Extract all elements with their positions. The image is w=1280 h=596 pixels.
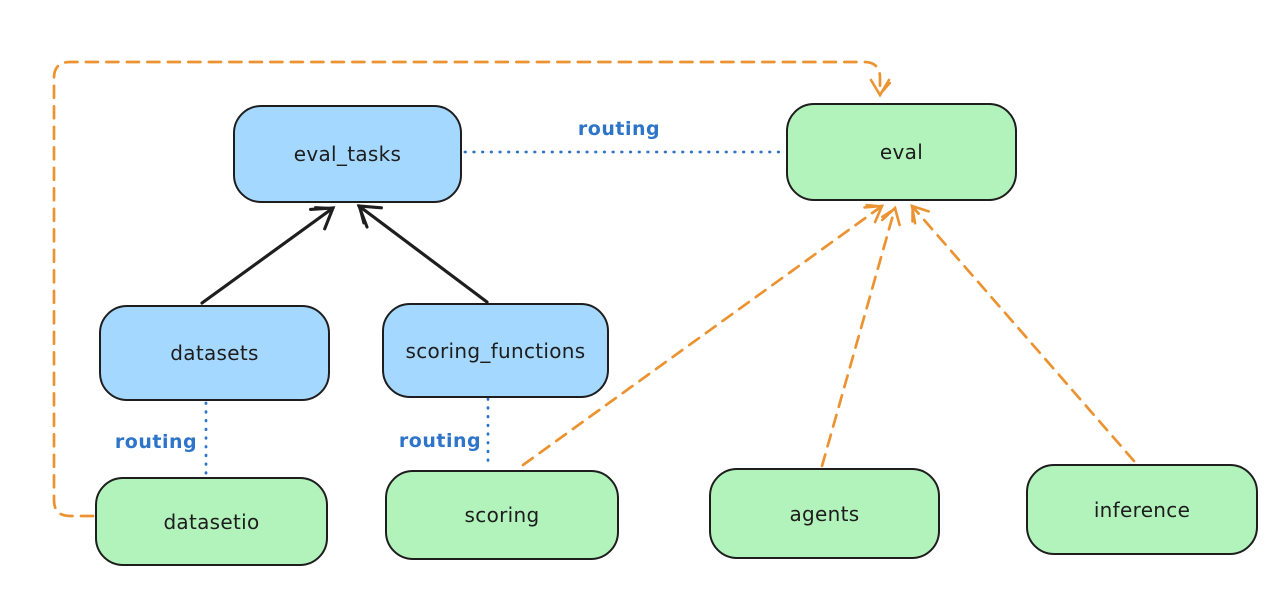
edge-scoring-to-eval [521,203,885,467]
node-scoring-functions-label: scoring_functions [405,338,586,363]
node-eval: eval [786,103,1017,201]
node-scoring-functions: scoring_functions [382,303,609,398]
node-eval-label: eval [879,140,924,164]
node-scoring: scoring [385,470,619,560]
node-datasetio-label: datasetio [163,509,260,534]
node-datasets-label: datasets [170,341,259,365]
node-datasets: datasets [99,305,330,401]
node-agents: agents [709,468,940,559]
edge-datasets-to-eval-tasks [200,206,336,305]
routing-label-datasets-datasetio: routing [114,431,198,453]
edge-datasetio-to-eval [52,60,892,518]
node-eval-tasks-label: eval_tasks [293,142,402,166]
node-inference: inference [1026,464,1258,555]
routing-label-scoring-functions-scoring: routing [398,430,482,452]
edge-scoring-functions-to-eval-tasks [356,204,489,304]
node-eval-tasks: eval_tasks [233,105,462,203]
node-inference-label: inference [1093,497,1191,522]
node-agents-label: agents [789,501,860,526]
node-scoring-label: scoring [464,503,540,527]
edge-inference-to-eval [910,204,1136,463]
routing-label-eval-tasks-eval: routing [577,118,661,140]
node-datasetio: datasetio [95,477,328,566]
edge-agents-to-eval [820,205,901,468]
